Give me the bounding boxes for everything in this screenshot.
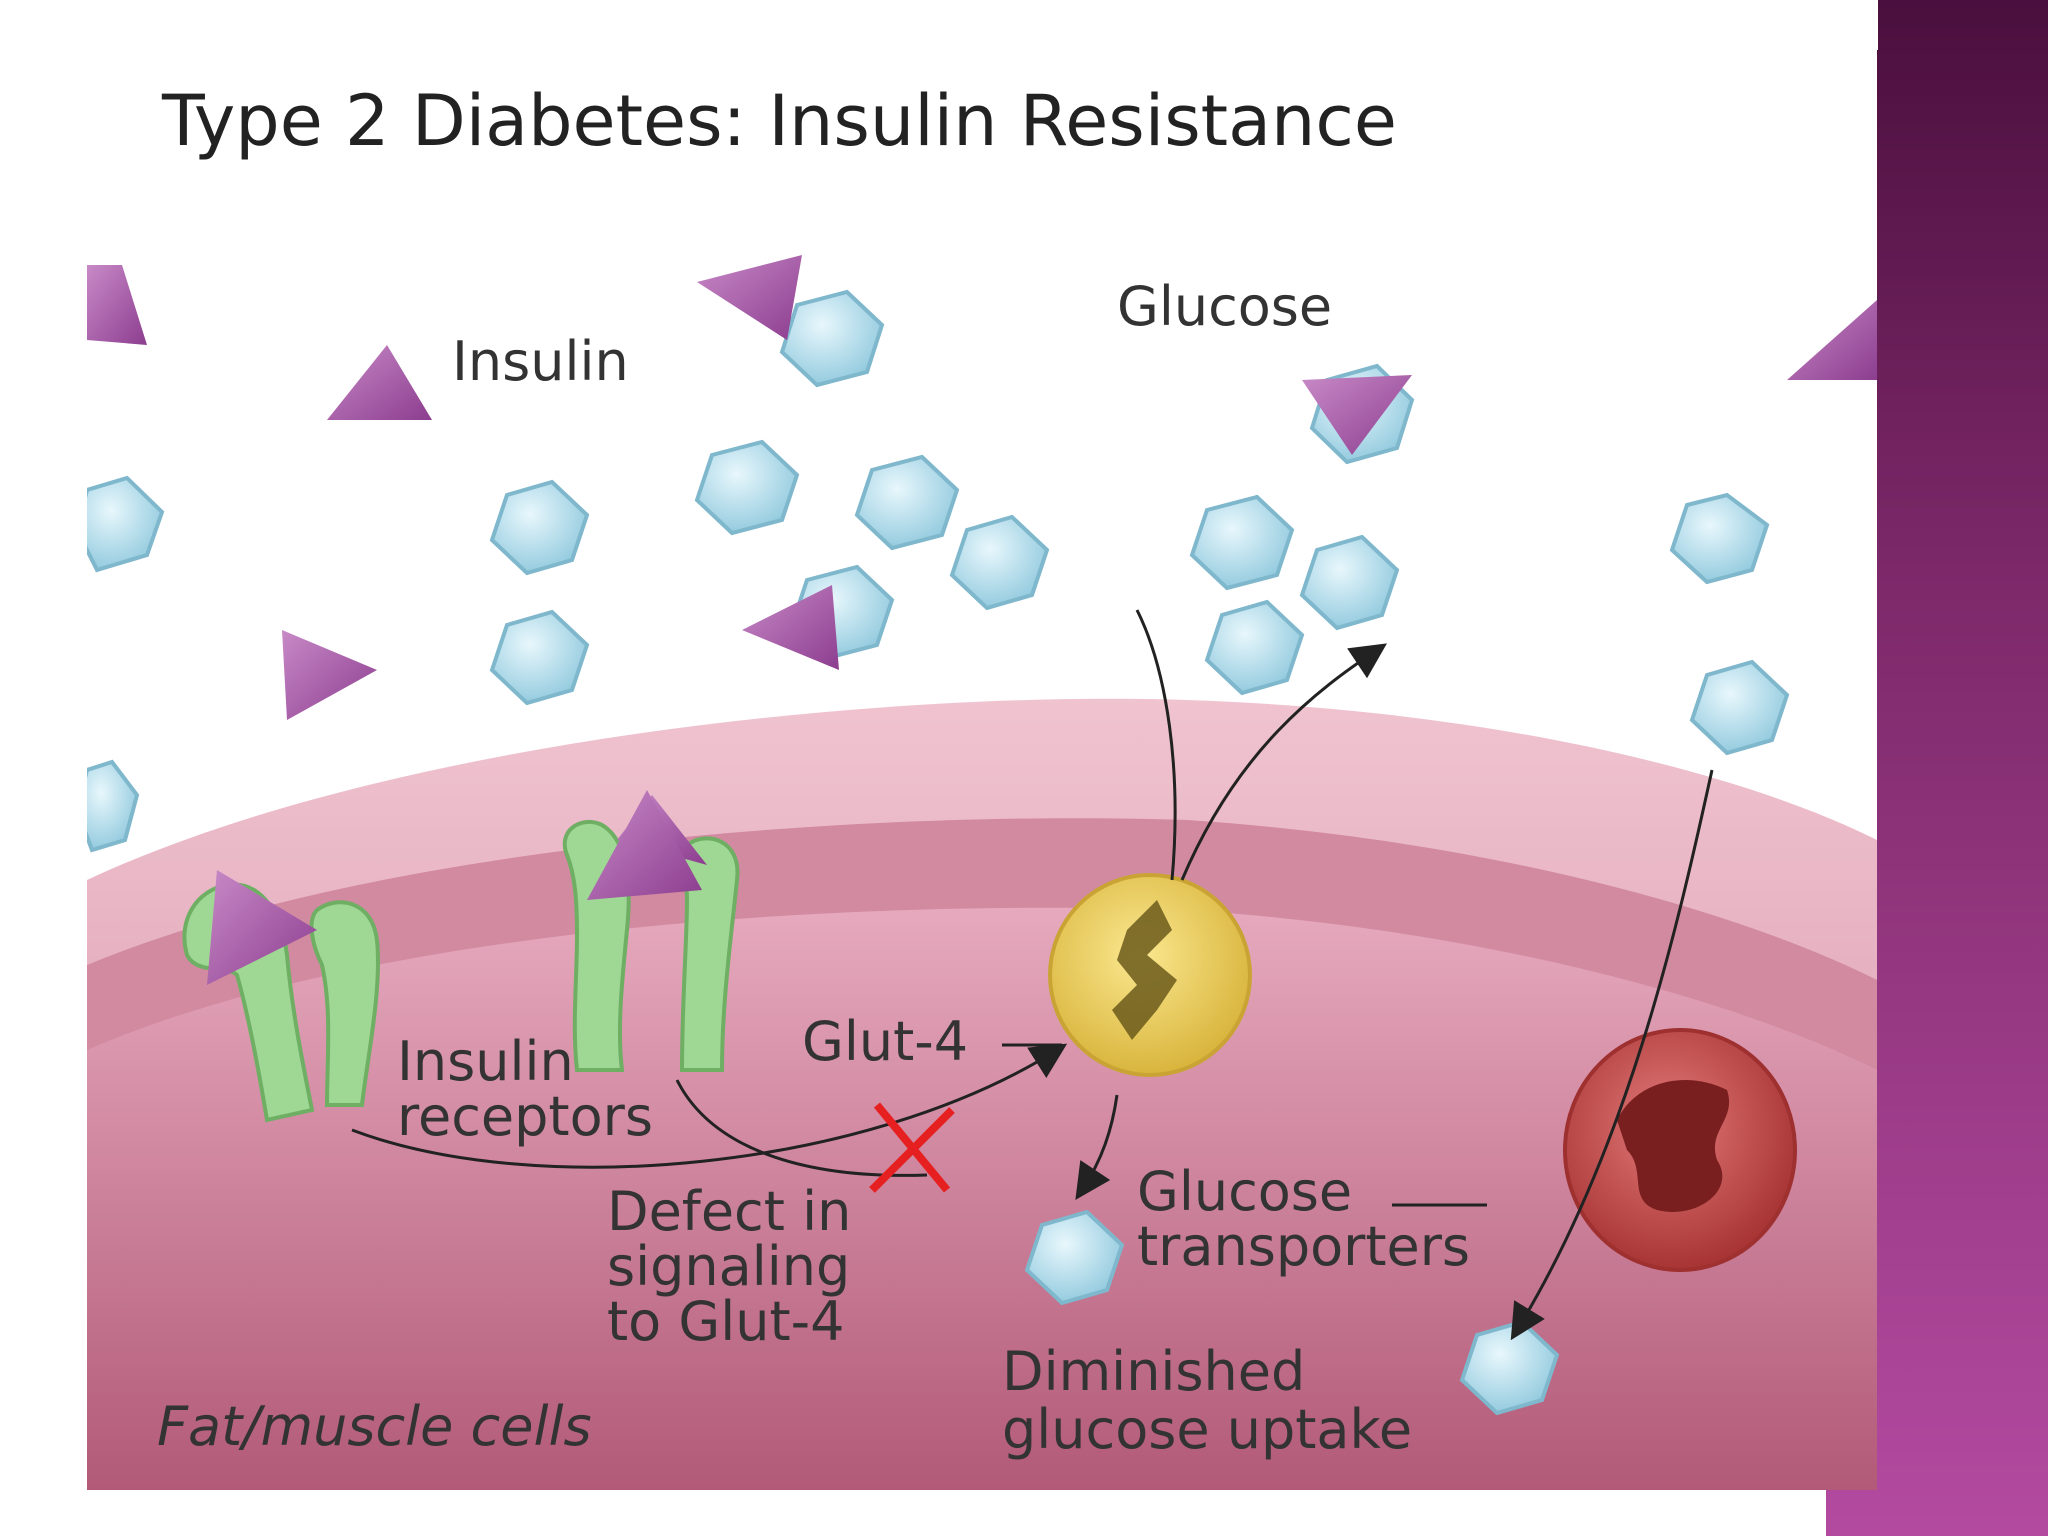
insulin-triangle-icon	[697, 255, 802, 340]
glucose-hexagon-icon	[949, 514, 1050, 611]
insulin-triangle-icon	[1787, 300, 1877, 380]
insulin-triangle-icon	[327, 345, 432, 420]
cell-interior	[87, 907, 1877, 1490]
glucose-transporter-protein	[1563, 1028, 1797, 1272]
label-cells: Fat/muscle cells	[157, 1395, 592, 1458]
label-glucose-transporters-2: transporters	[1137, 1215, 1470, 1278]
label-insulin-receptors-1: Insulin	[397, 1030, 574, 1093]
label-glucose: Glucose	[1117, 275, 1332, 338]
glucose-hexagon-icon	[694, 439, 800, 536]
insulin-triangle-icon	[282, 630, 377, 720]
glucose-hexagon-icon	[1189, 494, 1295, 591]
insulin-receptor-right	[562, 790, 740, 1072]
glucose-hexagon-icon	[779, 289, 885, 388]
label-glucose-transporters-1: Glucose	[1137, 1160, 1352, 1223]
insulin-triangle-icon	[742, 585, 839, 670]
page-title: Type 2 Diabetes: Insulin Resistance	[161, 80, 1397, 162]
leader-lines	[1002, 1043, 1487, 1207]
insulin-molecules	[87, 255, 1877, 720]
label-diminished-1: Diminished	[1002, 1340, 1305, 1403]
label-diminished-2: glucose uptake	[1002, 1398, 1412, 1461]
diagram-figure: Type 2 Diabetes: Insulin Resistance	[87, 50, 1877, 1490]
glucose-hexagon-icon	[489, 479, 590, 576]
glucose-hexagon-icon	[1669, 492, 1770, 585]
insulin-triangle-icon	[207, 870, 317, 985]
defect-x-icon	[869, 1102, 955, 1193]
insulin-resistance-diagram: Type 2 Diabetes: Insulin Resistance	[87, 80, 1877, 1490]
glucose-hexagon-icon	[1204, 599, 1305, 696]
glucose-hexagon-icon	[1689, 659, 1790, 756]
glut4-protein	[1048, 873, 1252, 1077]
glucose-hexagon-icon	[87, 759, 140, 853]
glucose-hexagon-icon	[489, 609, 590, 706]
label-defect-1: Defect in	[607, 1180, 851, 1243]
insulin-triangle-icon	[1302, 375, 1412, 455]
label-insulin: Insulin	[452, 330, 629, 393]
pathway-arrows	[351, 609, 1714, 1341]
slide-accent-notch	[1826, 0, 1878, 50]
label-defect-2: signaling	[607, 1235, 850, 1298]
insulin-triangle-icon	[87, 265, 147, 345]
glucose-hexagon-icon	[854, 454, 960, 551]
insulin-receptor-left	[182, 870, 380, 1123]
label-insulin-receptors-2: receptors	[397, 1085, 653, 1148]
label-defect-3: to Glut-4	[607, 1290, 844, 1353]
glucose-hexagon-icon	[1024, 1209, 1125, 1306]
glucose-hexagon-icon	[87, 475, 165, 573]
glucose-hexagon-icon	[1299, 534, 1400, 631]
label-glut4: Glut-4	[802, 1010, 968, 1073]
